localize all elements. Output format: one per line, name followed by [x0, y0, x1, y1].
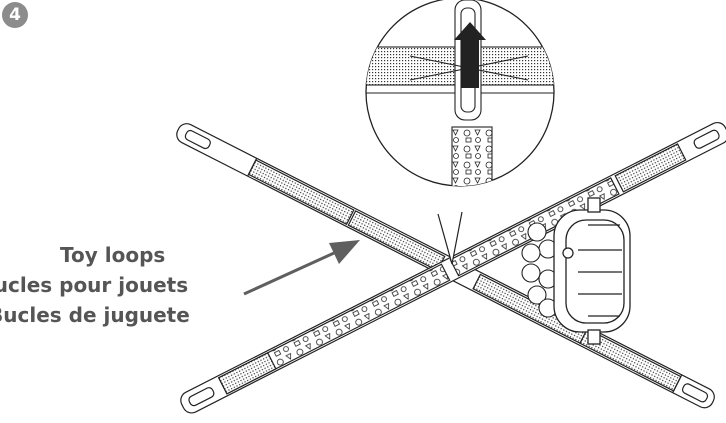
- up-arrow-icon: [454, 22, 486, 88]
- toy-loops-label-es: Bucles de juguete: [0, 303, 190, 327]
- toy-loops-label-fr: oucles pour jouets: [0, 273, 189, 297]
- magnifier-pointer: [437, 211, 463, 265]
- mirror-toy: [553, 197, 631, 345]
- step-number-badge: 4: [2, 2, 28, 28]
- magnifier-circle: [365, 0, 555, 187]
- step-number: 4: [9, 5, 21, 25]
- pointer-arrow-icon: [243, 240, 360, 296]
- toy-loops-label-en: Toy loops: [60, 243, 166, 267]
